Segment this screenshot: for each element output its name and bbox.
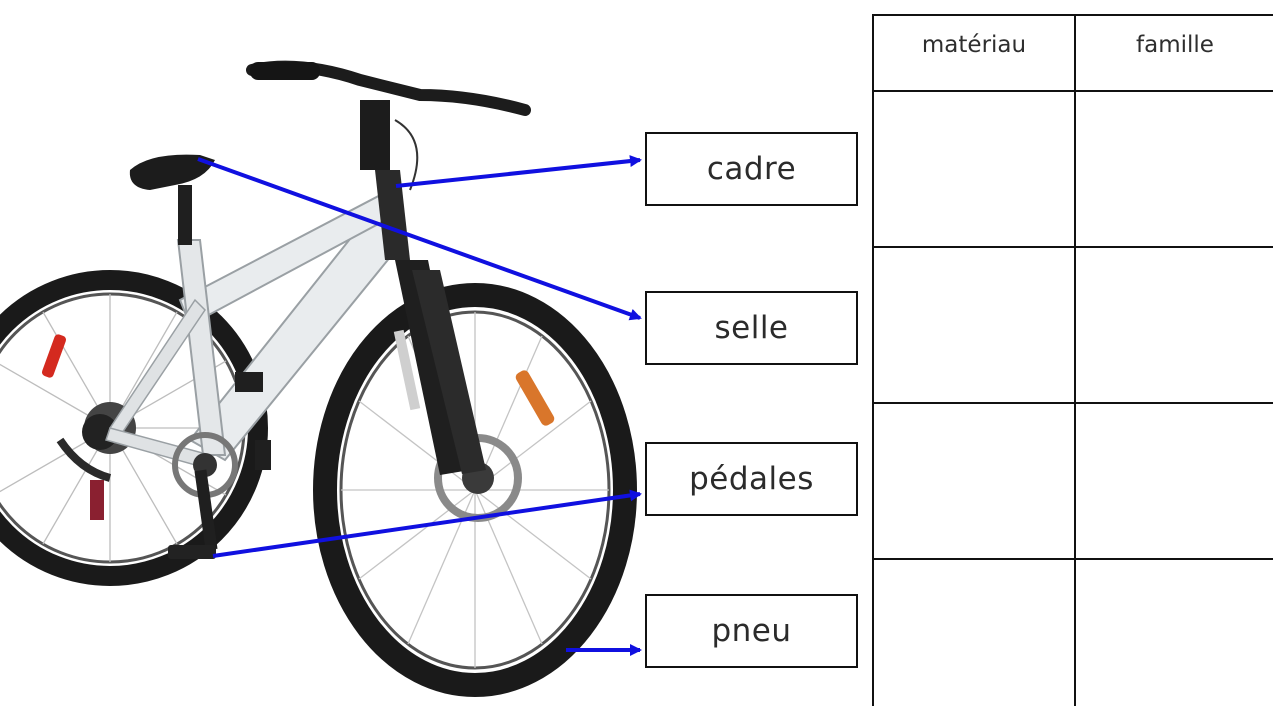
table-header-row: matériau famille: [872, 14, 1273, 92]
cell-famille[interactable]: [1074, 402, 1273, 560]
cell-famille[interactable]: [1074, 558, 1273, 706]
label-cadre: cadre: [645, 132, 858, 206]
front-reflector: [515, 370, 555, 426]
table-row: [872, 90, 1273, 248]
handlebar: [246, 60, 531, 191]
label-pedales: pédales: [645, 442, 858, 516]
cell-materiau[interactable]: [872, 402, 1076, 560]
cell-famille[interactable]: [1074, 246, 1273, 404]
front-fork: [393, 260, 486, 475]
arrow-selle: [197, 157, 642, 321]
header-famille: famille: [1074, 14, 1273, 92]
rear-reflector: [41, 334, 67, 378]
front-wheel: [313, 283, 637, 697]
table-row: [872, 246, 1273, 404]
label-selle: selle: [645, 291, 858, 365]
cell-famille[interactable]: [1074, 90, 1273, 248]
label-pneu: pneu: [645, 594, 858, 668]
arrow-cadre: [395, 155, 642, 188]
cell-materiau[interactable]: [872, 558, 1076, 706]
answer-table: matériau famille: [872, 14, 1273, 706]
bike-frame: [105, 170, 410, 469]
arrow-pedales: [212, 489, 642, 558]
header-materiau: matériau: [872, 14, 1076, 92]
cell-materiau[interactable]: [872, 90, 1076, 248]
annotation-arrows: [197, 155, 642, 656]
crankset: [56, 372, 271, 559]
saddle: [129, 154, 215, 245]
rear-wheel: [0, 270, 268, 586]
table-row: [872, 402, 1273, 560]
table-row: [872, 558, 1273, 706]
pedal: [168, 545, 216, 559]
cell-materiau[interactable]: [872, 246, 1076, 404]
